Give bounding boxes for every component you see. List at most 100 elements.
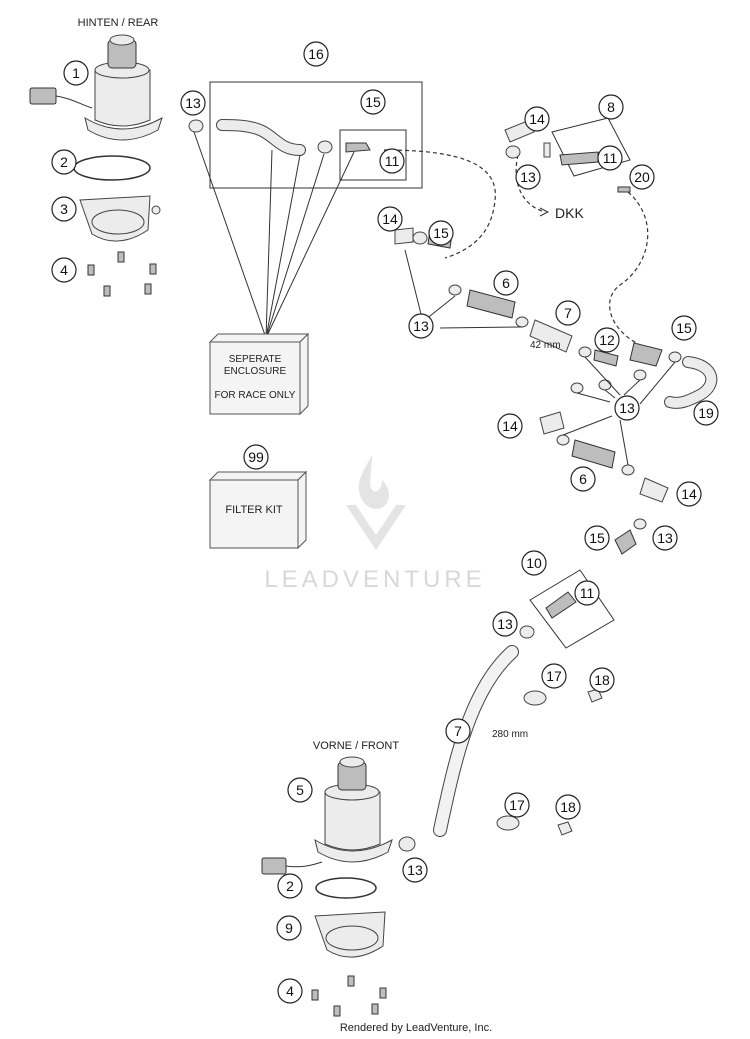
- callout-circle: [574, 580, 600, 606]
- callout-circle: [504, 792, 530, 818]
- callout-number: 14: [382, 211, 398, 227]
- callout-circle: [555, 300, 581, 326]
- rear-bracket-screws: [87, 251, 157, 297]
- callout-13[interactable]: 13: [652, 525, 678, 551]
- callout-10[interactable]: 10: [521, 550, 547, 576]
- callout-14[interactable]: 14: [497, 413, 523, 439]
- rear-pump-bracket: [79, 195, 161, 242]
- footer-credit: Rendered by LeadVenture, Inc.: [340, 1022, 492, 1034]
- callout-11[interactable]: 11: [597, 145, 623, 171]
- callout-14[interactable]: 14: [377, 206, 403, 232]
- callout-13[interactable]: 13: [515, 164, 541, 190]
- callout-number: 13: [619, 400, 635, 416]
- callout-13[interactable]: 13: [408, 313, 434, 339]
- front-fuel-pump: [261, 756, 393, 875]
- rear-o-ring: [73, 155, 151, 181]
- callout-14[interactable]: 14: [524, 106, 550, 132]
- race-kit-leader-lines: [193, 131, 355, 339]
- callout-15[interactable]: 15: [428, 220, 454, 246]
- callout-number: 20: [634, 169, 650, 185]
- callout-9[interactable]: 9: [276, 915, 302, 941]
- callout-number: 7: [564, 305, 572, 321]
- filter-kit-label: FILTER KIT: [225, 504, 283, 516]
- callout-circle: [693, 400, 719, 426]
- callout-circle: [555, 794, 581, 820]
- callout-number: 13: [185, 95, 201, 111]
- callout-6[interactable]: 6: [493, 270, 519, 296]
- callout-circle: [594, 327, 620, 353]
- callout-14[interactable]: 14: [676, 481, 702, 507]
- callout-5[interactable]: 5: [287, 777, 313, 803]
- callout-number: 12: [599, 332, 615, 348]
- callout-number: 13: [413, 318, 429, 334]
- callout-circle: [671, 315, 697, 341]
- callout-circle: [515, 164, 541, 190]
- callout-number: 11: [580, 585, 595, 601]
- lower-valve-parts: [519, 518, 647, 639]
- callout-circle: [629, 164, 655, 190]
- callout-15[interactable]: 15: [360, 89, 386, 115]
- callout-number: 15: [676, 320, 692, 336]
- callout-circle: [493, 270, 519, 296]
- callout-circle: [51, 257, 77, 283]
- callout-12[interactable]: 12: [594, 327, 620, 353]
- callout-number: 15: [589, 530, 605, 546]
- upper-line-parts: [394, 227, 718, 503]
- callout-number: 1: [72, 65, 80, 81]
- callout-18[interactable]: 18: [589, 667, 615, 693]
- callout-17[interactable]: 17: [504, 792, 530, 818]
- callout-15[interactable]: 15: [584, 525, 610, 551]
- callout-number: 99: [248, 449, 264, 465]
- callout-7[interactable]: 7: [555, 300, 581, 326]
- dashed-route-11-to-15: [383, 149, 496, 259]
- callout-number: 4: [286, 983, 294, 999]
- dkk-arrow: [539, 207, 550, 217]
- callout-7[interactable]: 7: [445, 718, 471, 744]
- callout-1[interactable]: 1: [63, 60, 89, 86]
- callout-19[interactable]: 19: [693, 400, 719, 426]
- callout-number: 5: [296, 782, 304, 798]
- callout-13[interactable]: 13: [180, 90, 206, 116]
- callout-99[interactable]: 99: [243, 444, 269, 470]
- callout-circle: [63, 60, 89, 86]
- callout-number: 14: [529, 111, 545, 127]
- callout-11[interactable]: 11: [379, 148, 405, 174]
- callout-13[interactable]: 13: [402, 857, 428, 883]
- callout-16[interactable]: 16: [303, 41, 329, 67]
- callout-20[interactable]: 20: [629, 164, 655, 190]
- dashed-route-20: [609, 191, 649, 346]
- callout-circle: [408, 313, 434, 339]
- callout-circle: [379, 148, 405, 174]
- rear-fuel-pump: [29, 34, 163, 141]
- callout-circle: [676, 481, 702, 507]
- callout-2[interactable]: 2: [277, 873, 303, 899]
- callout-number: 11: [603, 150, 618, 166]
- callout-6[interactable]: 6: [570, 466, 596, 492]
- enclosure-line-2: ENCLOSURE: [224, 366, 287, 377]
- callout-11[interactable]: 11: [574, 580, 600, 606]
- callout-number: 10: [526, 555, 542, 571]
- watermark-text: LEADVENTURE: [264, 566, 485, 593]
- callout-circle: [276, 915, 302, 941]
- callout-circle: [584, 525, 610, 551]
- callout-circle: [497, 413, 523, 439]
- front-bracket-screws: [311, 975, 387, 1017]
- enclosure-line-1: SEPERATE: [229, 354, 282, 365]
- callout-circle: [377, 206, 403, 232]
- callout-4[interactable]: 4: [277, 978, 303, 1004]
- callout-18[interactable]: 18: [555, 794, 581, 820]
- callout-8[interactable]: 8: [598, 94, 624, 120]
- callout-17[interactable]: 17: [541, 663, 567, 689]
- callout-number: 14: [681, 486, 697, 502]
- callout-circle: [597, 145, 623, 171]
- callout-4[interactable]: 4: [51, 257, 77, 283]
- callout-13[interactable]: 13: [492, 611, 518, 637]
- rear-label: HINTEN / REAR: [78, 17, 159, 29]
- callout-number: 6: [579, 471, 587, 487]
- callout-3[interactable]: 3: [51, 196, 77, 222]
- callout-circle: [51, 196, 77, 222]
- callout-15[interactable]: 15: [671, 315, 697, 341]
- callout-13[interactable]: 13: [614, 395, 640, 421]
- callout-2[interactable]: 2: [51, 149, 77, 175]
